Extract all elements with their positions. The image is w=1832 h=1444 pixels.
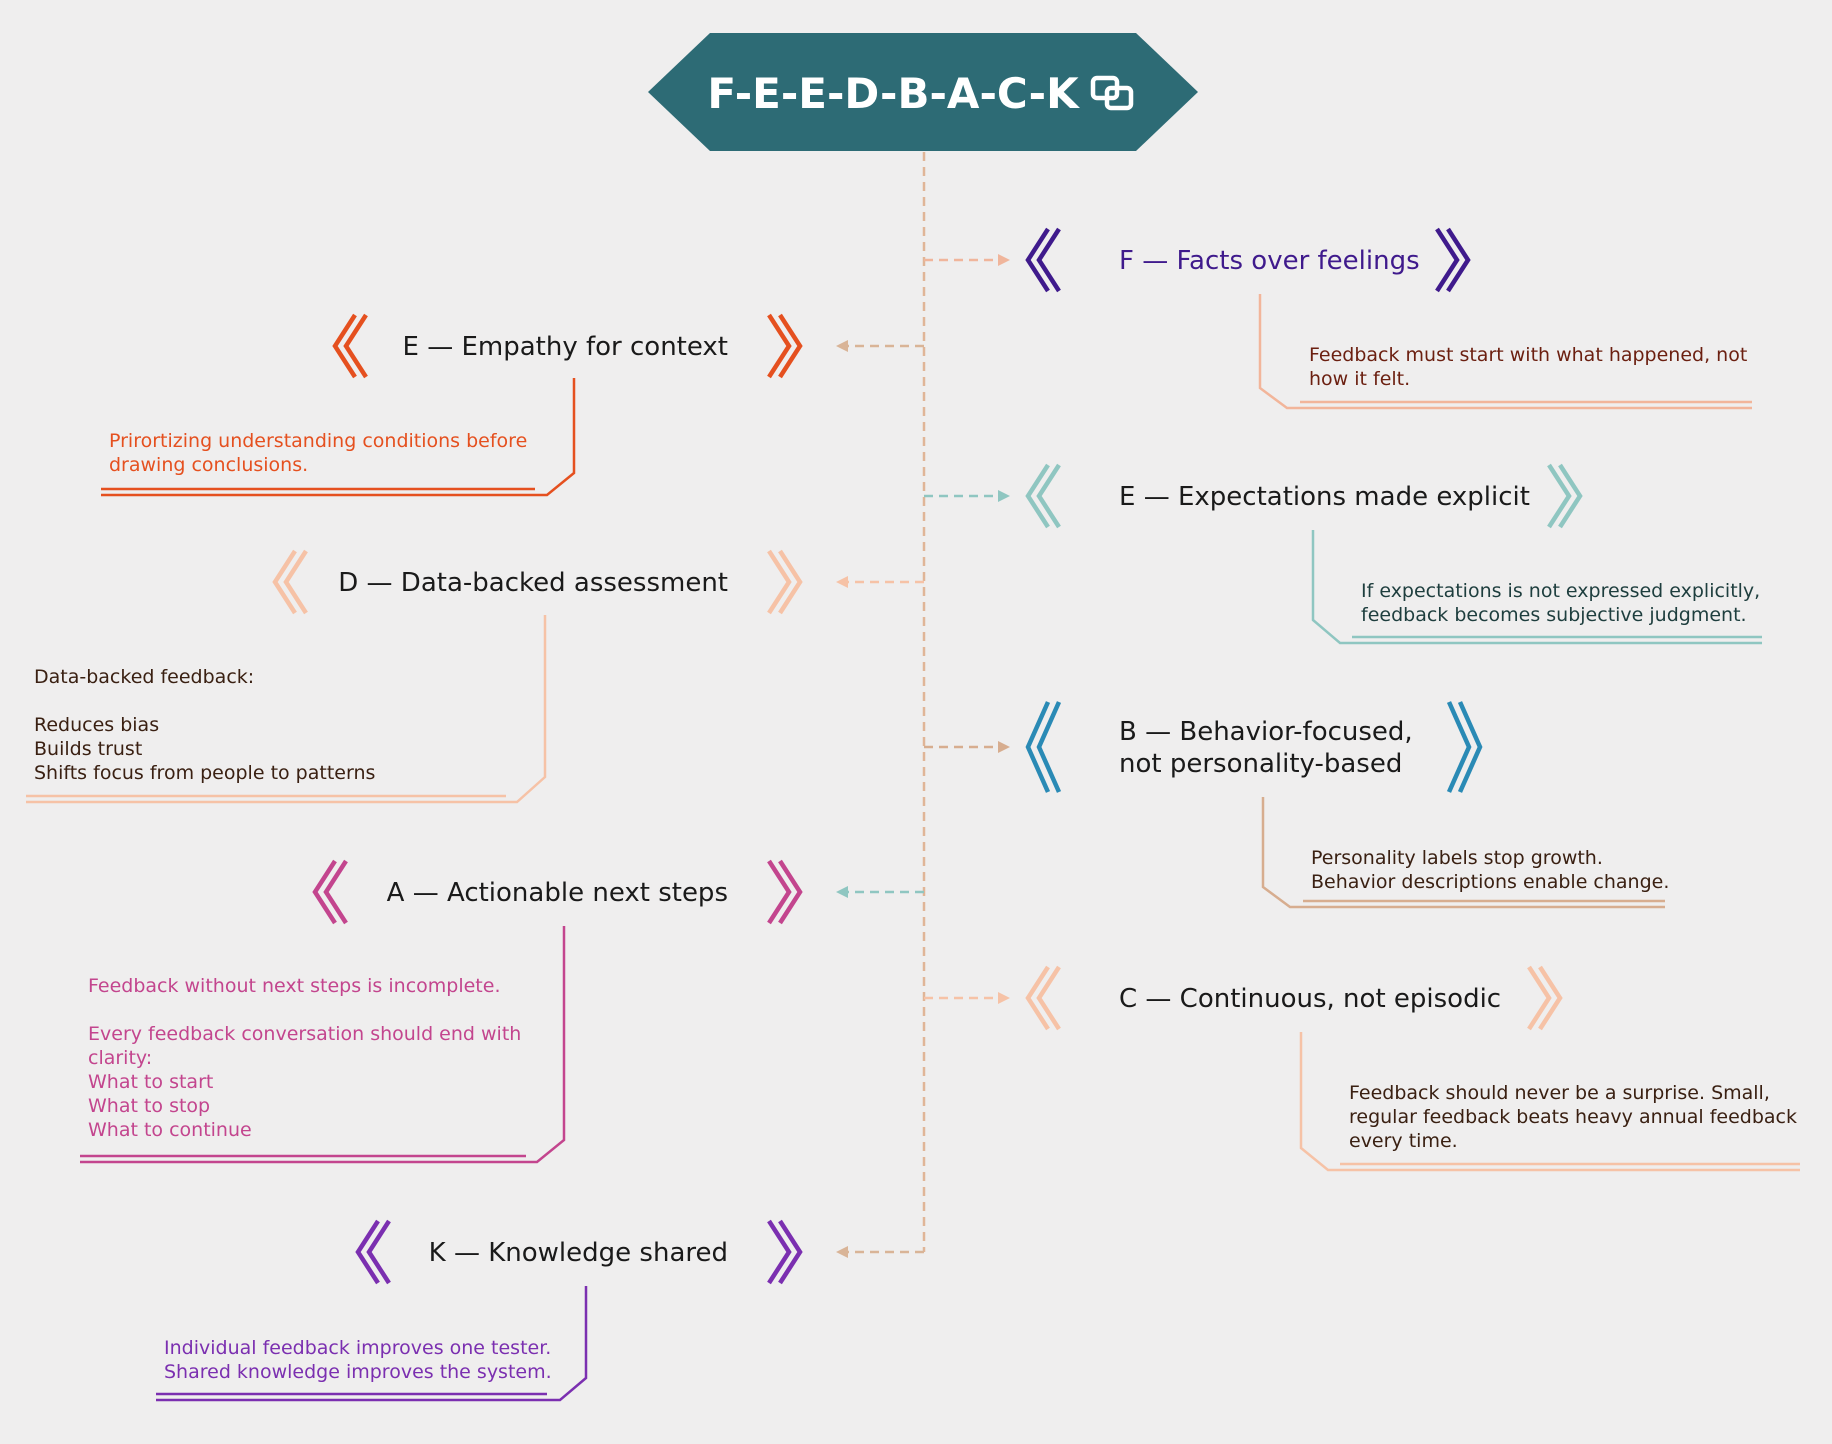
right-chevron-icon [1547, 463, 1583, 529]
node-label: F — Facts over feelings [1119, 246, 1420, 276]
note-text: Feedback must start with what happened, … [1309, 344, 1747, 366]
connector-arrow [924, 490, 1010, 502]
left-chevron-icon [355, 1219, 391, 1285]
left-chevron-icon [1025, 227, 1061, 293]
note-text: Individual feedback improves one tester. [164, 1337, 551, 1359]
note-text: Builds trust [34, 738, 142, 760]
note-text: What to continue [88, 1119, 252, 1141]
node-b: B — Behavior-focused,not personality-bas… [924, 701, 1669, 909]
note-callout-line [1299, 1032, 1800, 1172]
note-text: Behavior descriptions enable change. [1311, 871, 1669, 893]
connector-arrow [836, 576, 924, 588]
node-label: A — Actionable next steps [387, 878, 728, 908]
note-text: feedback becomes subjective judgment. [1361, 604, 1747, 626]
left-chevron-icon [332, 313, 368, 379]
note-text: Personality labels stop growth. [1311, 847, 1603, 869]
note-text: every time. [1349, 1130, 1458, 1152]
node-e2: E — Expectations made explicit If expecta… [924, 463, 1762, 645]
connector-arrow [924, 992, 1010, 1004]
node-label: K — Knowledge shared [429, 1238, 728, 1268]
node-label: B — Behavior-focused, [1119, 717, 1413, 747]
connector-arrow [836, 1246, 924, 1258]
note-text: Shared knowledge improves the system. [164, 1361, 552, 1383]
note-callout-line [1261, 797, 1665, 909]
link-icon [1090, 75, 1134, 111]
note-callout-line [80, 926, 566, 1164]
title-banner: F-E-E-D-B-A-C-K [648, 33, 1198, 151]
note-text: What to start [88, 1071, 213, 1093]
note-text: regular feedback beats heavy annual feed… [1349, 1106, 1797, 1128]
note-text: Feedback without next steps is incomplet… [88, 975, 500, 997]
right-chevron-icon [767, 549, 803, 615]
note-text: Reduces bias [34, 714, 159, 736]
left-chevron-icon [272, 549, 308, 615]
note-callout-line [1258, 294, 1752, 410]
connector-arrow [836, 886, 924, 898]
title-hexagon [648, 33, 1198, 151]
left-chevron-icon [1025, 965, 1061, 1031]
note-text: how it felt. [1309, 368, 1410, 390]
right-chevron-icon [1527, 965, 1563, 1031]
note-text: Every feedback conversation should end w… [88, 1023, 521, 1045]
node-label: D — Data-backed assessment [338, 568, 728, 598]
note-text: Prirortizing understanding conditions be… [109, 430, 527, 452]
note-text: drawing conclusions. [109, 454, 308, 476]
note-text: If expectations is not expressed explici… [1361, 580, 1760, 602]
right-chevron-icon [767, 859, 803, 925]
right-chevron-icon [1446, 701, 1483, 793]
left-chevron-icon [312, 859, 348, 925]
right-chevron-icon [1435, 227, 1471, 293]
connector-arrow [924, 741, 1010, 753]
right-chevron-icon [767, 313, 803, 379]
node-label: C — Continuous, not episodic [1119, 984, 1501, 1014]
note-callout-line [26, 615, 547, 804]
left-chevron-icon [1025, 463, 1061, 529]
note-text: What to stop [88, 1095, 210, 1117]
diagram-title: F-E-E-D-B-A-C-K [707, 69, 1080, 118]
right-chevron-icon [767, 1219, 803, 1285]
note-text: Feedback should never be a surprise. Sma… [1349, 1082, 1770, 1104]
note-callout-line [1311, 530, 1762, 645]
note-callout-line [156, 1286, 588, 1402]
node-label: E — Expectations made explicit [1119, 482, 1530, 512]
connector-arrow [836, 340, 924, 352]
note-text: Shifts focus from people to patterns [34, 762, 375, 784]
note-text: clarity: [88, 1047, 152, 1069]
connector-arrow [924, 254, 1010, 266]
note-callout-line [101, 378, 576, 497]
note-text: Data-backed feedback: [34, 666, 254, 688]
left-chevron-icon [1025, 701, 1062, 793]
node-label: not personality-based [1119, 749, 1402, 779]
node-label: E — Empathy for context [403, 332, 728, 362]
